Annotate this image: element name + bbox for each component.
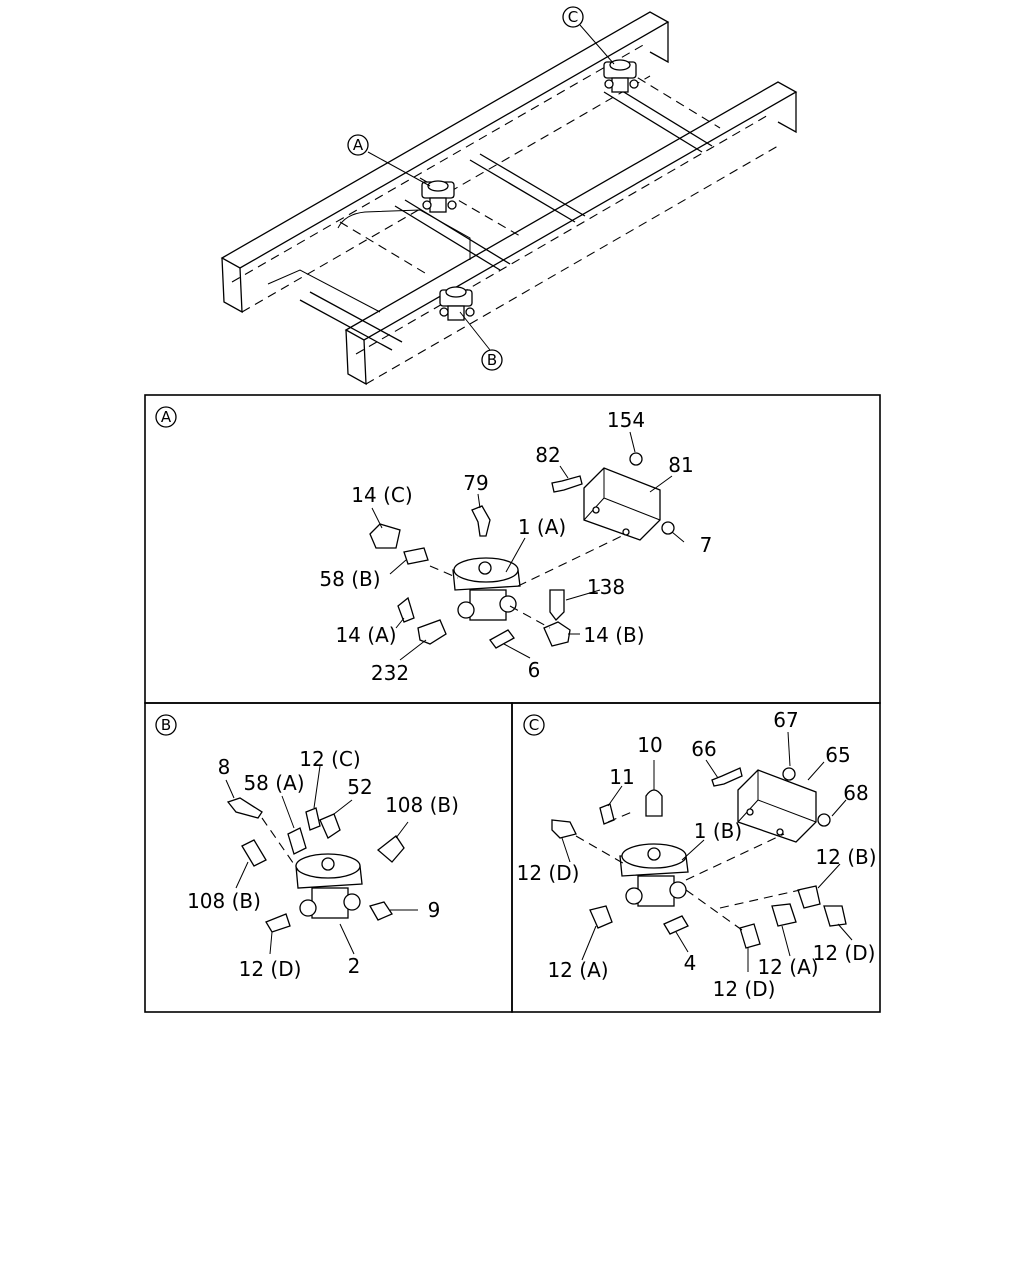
label-c-11: 11 <box>609 765 634 789</box>
label-c-4: 4 <box>684 951 697 975</box>
panel-a-tag: A <box>161 408 172 426</box>
fitting-12d-icon <box>265 913 291 933</box>
fitting-12d-bottom-icon <box>739 923 761 949</box>
fitting-108b-left-icon <box>241 839 267 867</box>
panel-c-frame <box>511 702 881 1013</box>
callout-c: C <box>562 6 615 65</box>
callout-a: A <box>347 134 431 187</box>
panel-b-tag: B <box>161 716 171 734</box>
label-a-6: 6 <box>528 658 541 682</box>
nut-154-icon <box>629 452 643 466</box>
bolt-82-icon <box>551 475 583 493</box>
label-a-82: 82 <box>535 443 560 467</box>
panel-a: A <box>155 406 713 685</box>
label-c-67: 67 <box>773 708 798 732</box>
label-b-12d: 12 (D) <box>239 957 302 981</box>
bolt-8-icon <box>226 797 263 819</box>
nut-67-icon <box>782 767 796 781</box>
label-c-66: 66 <box>691 737 716 761</box>
panel-c: C <box>517 708 877 1001</box>
panel-a-frame <box>144 394 881 704</box>
fitting-138-icon <box>549 589 565 621</box>
bracket-81-icon <box>583 467 661 541</box>
bolt-4-icon <box>663 915 689 935</box>
label-b-108b-left: 108 (B) <box>187 889 261 913</box>
label-c-12a-right: 12 (A) <box>757 955 818 979</box>
fitting-12c-icon <box>305 807 321 831</box>
fitting-79-icon <box>471 505 491 537</box>
label-b-9: 9 <box>428 898 441 922</box>
relay-valve-1a-icon <box>452 557 521 621</box>
label-a-14b: 14 (B) <box>583 623 644 647</box>
nut-68-icon <box>817 813 831 827</box>
fitting-58b-icon <box>403 547 429 565</box>
label-c-12d-top: 12 (D) <box>517 861 580 885</box>
fitting-232-icon <box>417 619 447 645</box>
bolt-6-icon <box>489 629 515 649</box>
label-a-14a: 14 (A) <box>335 623 396 647</box>
label-c-68: 68 <box>843 781 868 805</box>
label-b-52: 52 <box>347 775 372 799</box>
valve-location-b-icon <box>439 286 475 321</box>
fitting-58a-icon <box>287 827 307 855</box>
callout-b: B <box>459 311 503 371</box>
fitting-12d-top-icon <box>551 819 577 839</box>
label-c-65: 65 <box>825 743 850 767</box>
valve-location-c-icon <box>603 59 639 93</box>
fitting-52-icon <box>319 813 341 839</box>
label-b-58a: 58 (A) <box>243 771 304 795</box>
chassis-frame-overview <box>220 11 798 386</box>
label-a-232: 232 <box>371 661 409 685</box>
label-c-12a-left: 12 (A) <box>547 958 608 982</box>
label-a-14c: 14 (C) <box>351 483 412 507</box>
fitting-12d-right-icon <box>823 905 847 927</box>
fitting-14c-icon <box>369 523 401 549</box>
fitting-14b-icon <box>543 621 571 647</box>
label-b-12c: 12 (C) <box>299 747 360 771</box>
fitting-12b-icon <box>797 885 821 909</box>
fitting-11-icon <box>599 803 615 825</box>
label-a-138: 138 <box>587 575 625 599</box>
fitting-9-icon <box>369 901 393 921</box>
label-c-12b: 12 (B) <box>815 845 876 869</box>
callout-b-label: B <box>487 351 497 369</box>
label-a-7: 7 <box>700 533 713 557</box>
fitting-108b-right-icon <box>376 835 405 863</box>
fitting-14a-icon <box>397 596 415 623</box>
label-b-2: 2 <box>348 954 361 978</box>
fitting-10-icon <box>645 789 663 817</box>
relay-valve-b-icon <box>295 853 363 919</box>
relay-valve-1b-icon <box>619 843 689 907</box>
valve-location-a-icon <box>421 180 457 213</box>
nut-7-icon <box>661 521 675 535</box>
fitting-12a-left-icon <box>589 905 613 929</box>
callout-a-label: A <box>353 136 364 154</box>
label-c-12d-right: 12 (D) <box>813 941 876 965</box>
label-a-154: 154 <box>607 408 645 432</box>
label-a-58b: 58 (B) <box>319 567 380 591</box>
panel-b: B 8 12 (C) 58 (A) 52 108 (B) 10 <box>155 714 459 981</box>
label-b-8: 8 <box>218 755 231 779</box>
bolt-66-icon <box>711 767 743 787</box>
label-b-108b-right: 108 (B) <box>385 793 459 817</box>
fitting-12a-right-icon <box>771 903 797 927</box>
label-c-12d-bottom: 12 (D) <box>713 977 776 1001</box>
panel-c-tag: C <box>529 716 539 734</box>
label-a-81: 81 <box>668 453 693 477</box>
callout-c-label: C <box>568 8 578 26</box>
label-c-1b: 1 (B) <box>694 819 742 843</box>
label-c-10: 10 <box>637 733 662 757</box>
label-a-1a: 1 (A) <box>518 515 566 539</box>
label-a-79: 79 <box>463 471 488 495</box>
